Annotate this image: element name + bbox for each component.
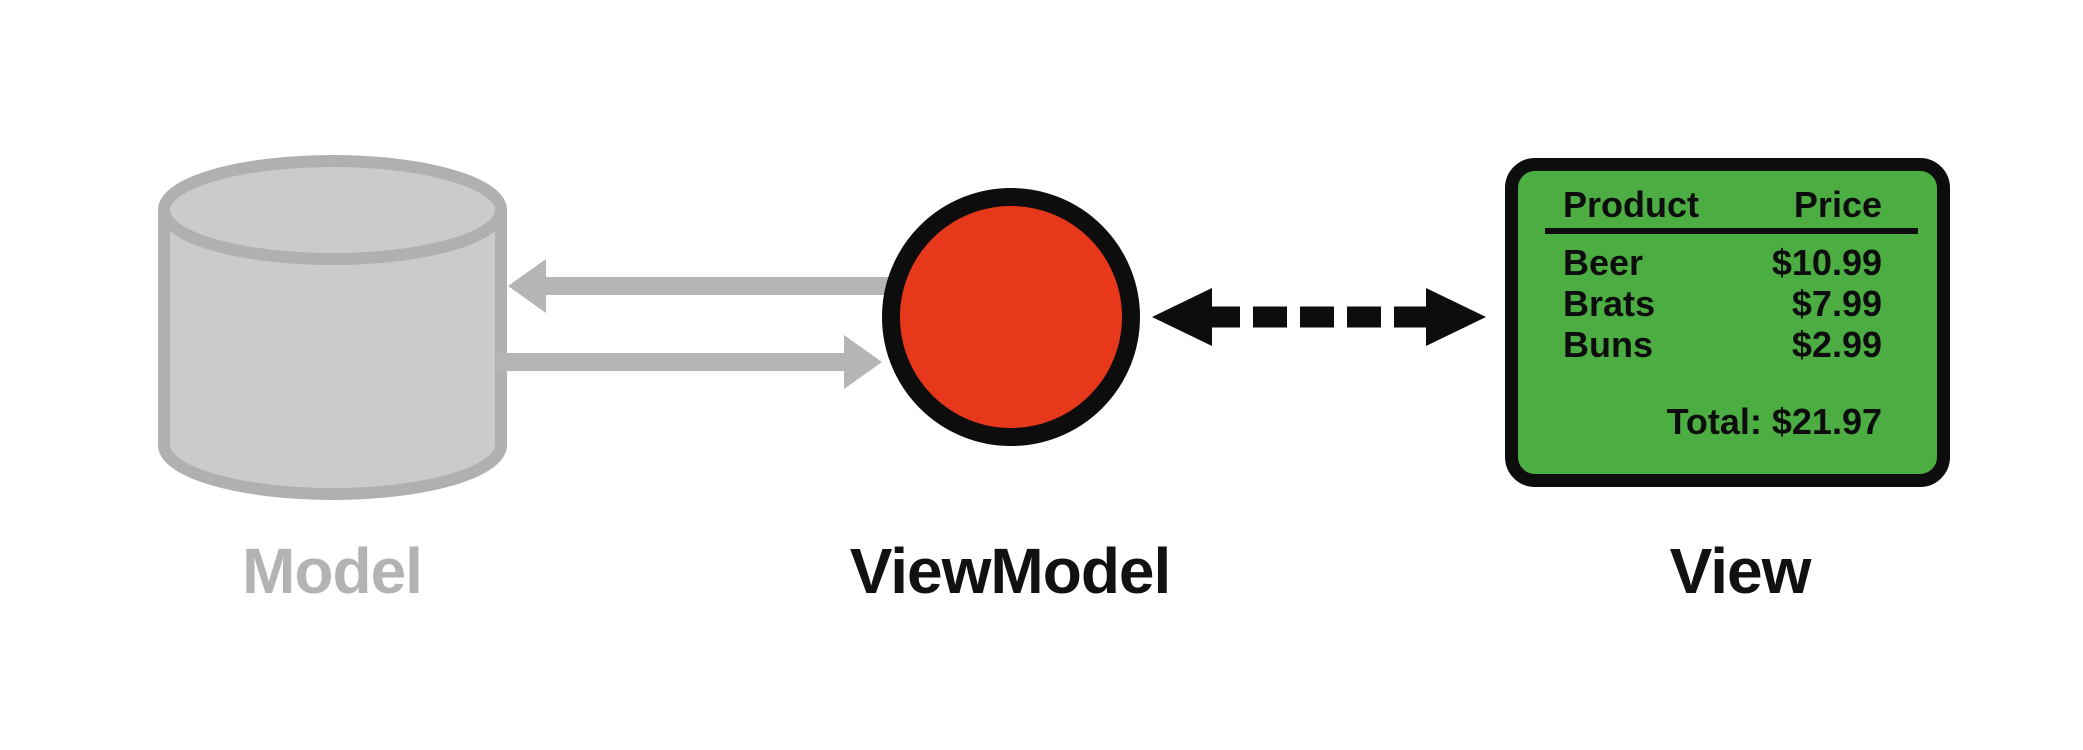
edge-viewmodel-to-model-arrow-icon	[508, 259, 893, 313]
table-row: Beer $10.99	[1545, 242, 1918, 283]
database-cylinder-icon	[158, 155, 507, 500]
table-row: Brats $7.99	[1545, 283, 1918, 324]
viewmodel-circle-icon	[882, 188, 1140, 446]
view-node-label: View	[1669, 535, 1812, 607]
price-cell: $7.99	[1791, 283, 1882, 324]
dashed-right-head	[1426, 288, 1486, 346]
dashed-left-head	[1152, 288, 1212, 346]
total-row: Total: $21.97	[1545, 401, 1918, 442]
edge-model-to-viewmodel-arrow-icon	[497, 335, 882, 389]
price-cell: $10.99	[1771, 242, 1882, 283]
product-cell: Brats	[1563, 283, 1656, 324]
view-table-header: Product Price	[1545, 185, 1918, 225]
price-cell: $2.99	[1791, 324, 1882, 365]
table-row: Buns $2.99	[1545, 324, 1918, 365]
total-label: Total:	[1666, 401, 1762, 442]
product-column-header: Product	[1563, 184, 1700, 225]
cylinder-top	[158, 155, 507, 265]
edge-viewmodel-view-dashed-arrow-icon	[1152, 288, 1486, 346]
view-card: Product Price Beer $10.99 Brats $7.99 Bu…	[1505, 158, 1950, 487]
product-cell: Beer	[1563, 242, 1644, 283]
total-value: $21.97	[1771, 401, 1882, 442]
view-table-body: Beer $10.99 Brats $7.99 Buns $2.99	[1545, 242, 1918, 365]
header-divider	[1545, 228, 1918, 234]
product-cell: Buns	[1563, 324, 1653, 365]
price-column-header: Price	[1793, 184, 1882, 225]
view-table: Product Price Beer $10.99 Brats $7.99 Bu…	[1545, 185, 1918, 442]
model-node-label: Model	[242, 535, 423, 607]
viewmodel-node-label: ViewModel	[849, 535, 1172, 607]
